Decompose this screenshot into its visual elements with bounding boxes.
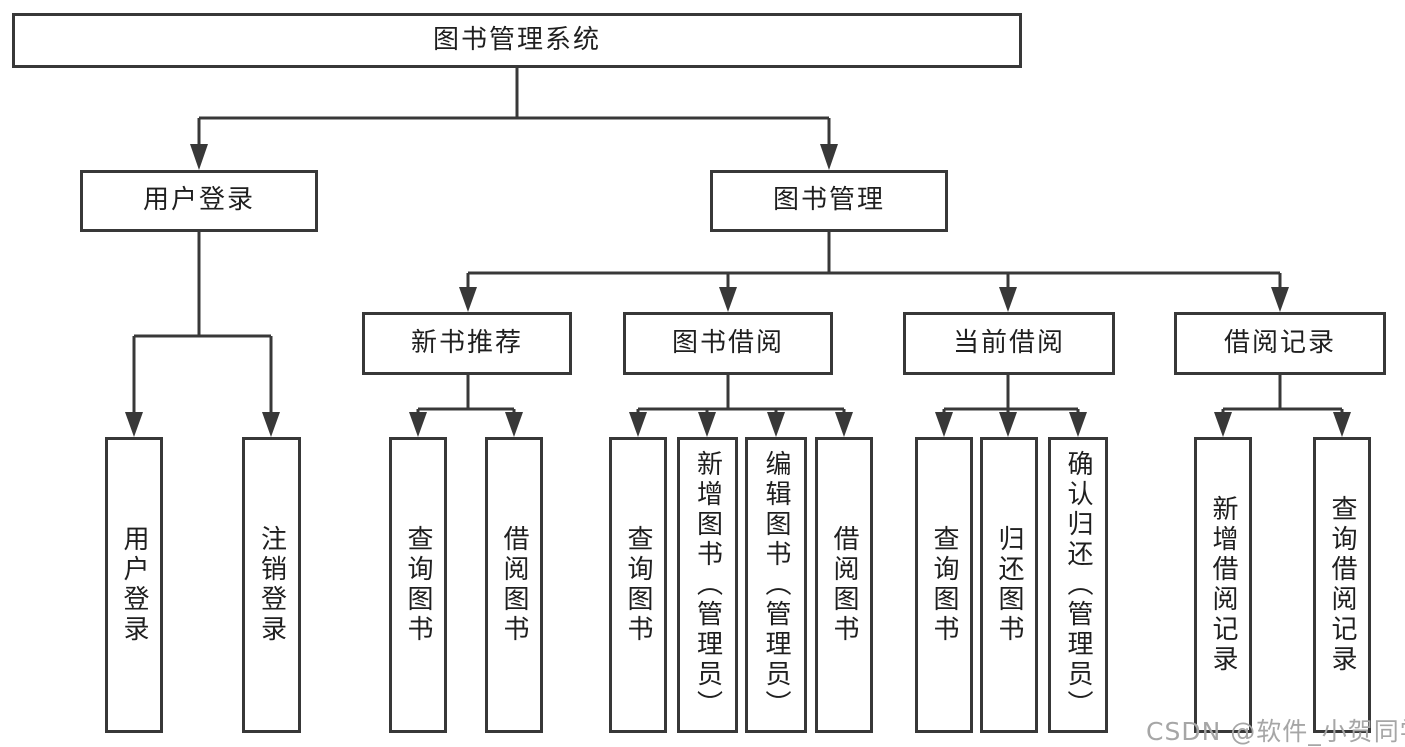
node-leaf-query-borrow-record: 查询借阅记录 xyxy=(1313,437,1371,733)
node-leaf-query-books-recommend: 查询图书 xyxy=(389,437,447,733)
node-leaf-query-books-current: 查询图书 xyxy=(915,437,973,733)
node-borrowing-records: 借阅记录 xyxy=(1174,312,1386,375)
arrowheads xyxy=(125,144,1351,437)
node-leaf-edit-books-admin: 编辑图书（管理员） xyxy=(745,437,807,733)
node-leaf-borrow-books-recommend: 借阅图书 xyxy=(485,437,543,733)
node-new-book-recommend: 新书推荐 xyxy=(362,312,572,375)
node-leaf-user-login: 用户登录 xyxy=(105,437,163,733)
node-leaf-add-borrow-record: 新增借阅记录 xyxy=(1194,437,1252,733)
node-leaf-logout: 注销登录 xyxy=(242,437,301,733)
node-library-system: 图书管理系统 xyxy=(12,13,1022,68)
node-user-login: 用户登录 xyxy=(80,170,318,232)
node-book-management: 图书管理 xyxy=(710,170,948,232)
node-current-borrowing: 当前借阅 xyxy=(903,312,1115,375)
node-leaf-confirm-return-admin: 确认归还（管理员） xyxy=(1048,437,1108,733)
node-book-borrowing: 图书借阅 xyxy=(623,312,833,375)
csdn-watermark: CSDN @软件_小贺同学 xyxy=(1146,717,1405,746)
node-leaf-return-books: 归还图书 xyxy=(980,437,1038,733)
node-leaf-query-books-borrowing: 查询图书 xyxy=(609,437,667,733)
node-leaf-borrow-books: 借阅图书 xyxy=(815,437,873,733)
node-leaf-add-books-admin: 新增图书（管理员） xyxy=(677,437,738,733)
